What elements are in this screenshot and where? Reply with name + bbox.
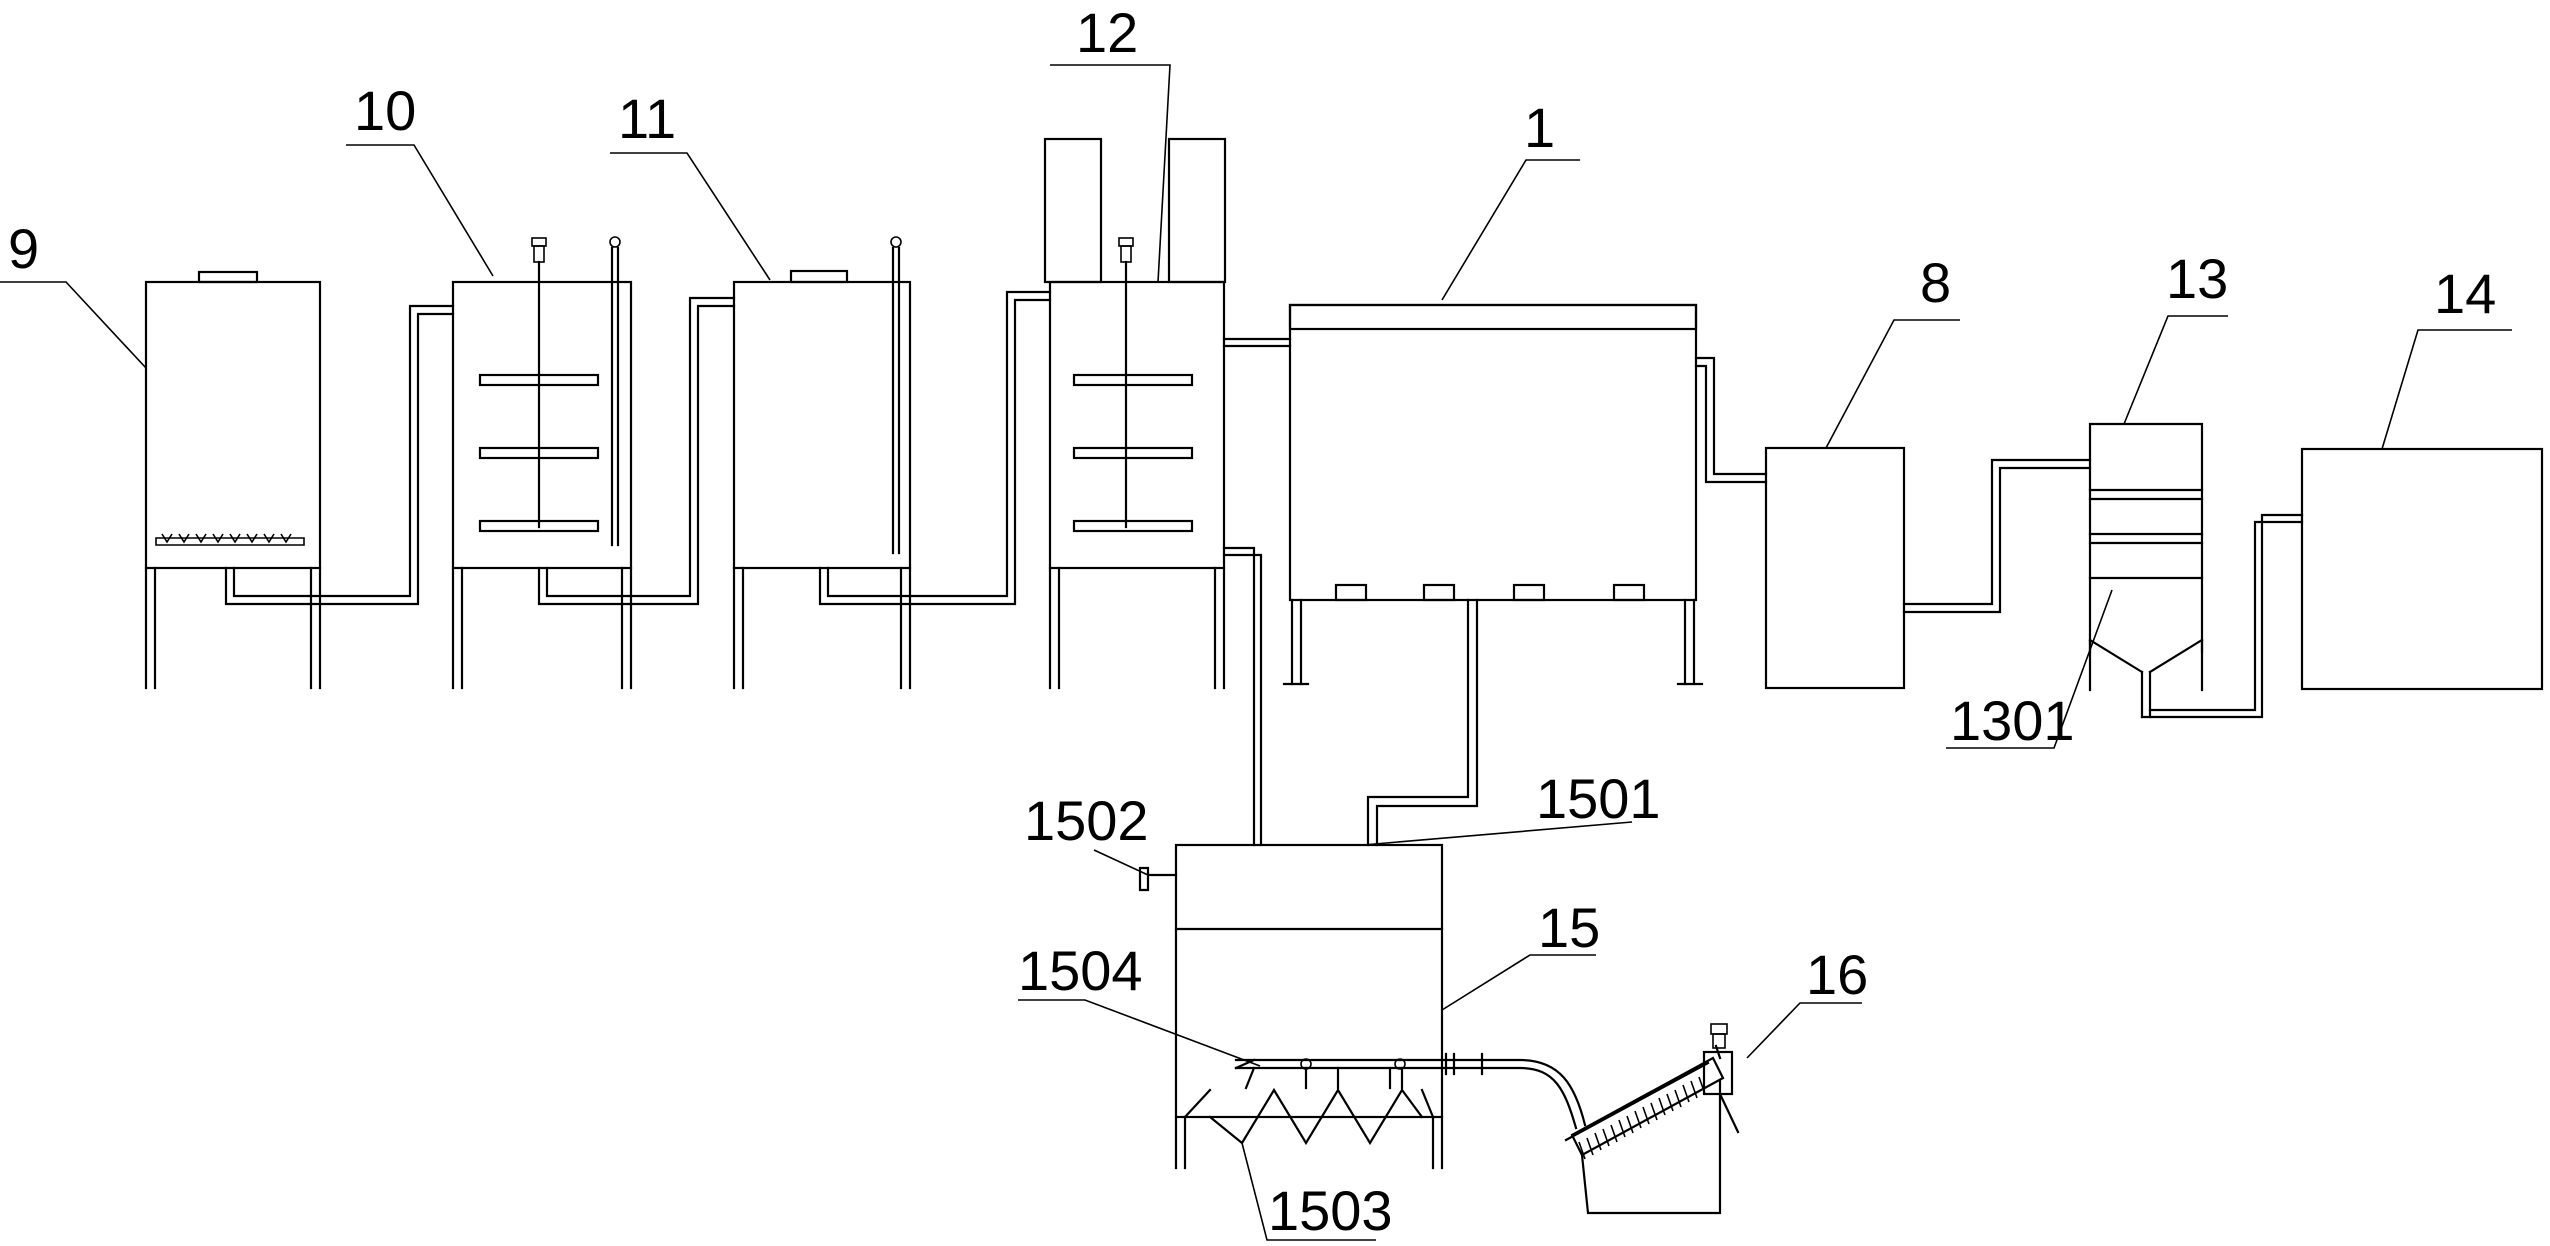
side-nozzle-1502 (1138, 866, 1178, 892)
label-1504: 1504 (1018, 939, 1143, 1002)
level-probe (610, 246, 620, 547)
hopper-bottoms (1208, 1087, 1424, 1146)
screw-conveyor-16 (1564, 1023, 1740, 1215)
leader-lines (0, 64, 2512, 1241)
label-13: 13 (2166, 247, 2228, 310)
aeration-pipe (155, 537, 305, 546)
tank-9 (144, 270, 322, 690)
separator-13 (2088, 422, 2204, 719)
label-9: 9 (8, 217, 39, 280)
collection-pipe-1504 (1234, 1058, 1444, 1070)
exhaust-stack (1043, 137, 1103, 284)
tank-10 (451, 236, 633, 690)
label-1502: 1502 (1024, 789, 1149, 852)
tank-8 (1764, 446, 1906, 690)
aeration-nozzles (161, 533, 292, 544)
label-11: 11 (618, 87, 676, 150)
tank-11 (732, 236, 912, 690)
label-16: 16 (1806, 943, 1868, 1006)
label-15: 15 (1538, 896, 1600, 959)
part-labels: 9 10 11 12 1 8 13 14 1301 1501 1502 1503… (8, 1, 2496, 1242)
label-8: 8 (1920, 251, 1951, 314)
tank-12 (1043, 137, 1227, 690)
label-10: 10 (354, 79, 416, 142)
label-1301: 1301 (1950, 689, 2075, 752)
exhaust-stack (1167, 137, 1227, 284)
main-vessel-1 (1282, 303, 1704, 686)
level-probe (891, 246, 901, 555)
piping (224, 290, 2304, 1130)
tank-14 (2300, 447, 2544, 691)
label-1501: 1501 (1536, 767, 1661, 830)
label-1: 1 (1524, 96, 1555, 159)
label-1503: 1503 (1268, 1179, 1393, 1242)
vessel-15 (1138, 843, 1444, 1170)
label-14: 14 (2434, 262, 2496, 325)
label-12: 12 (1076, 1, 1138, 64)
